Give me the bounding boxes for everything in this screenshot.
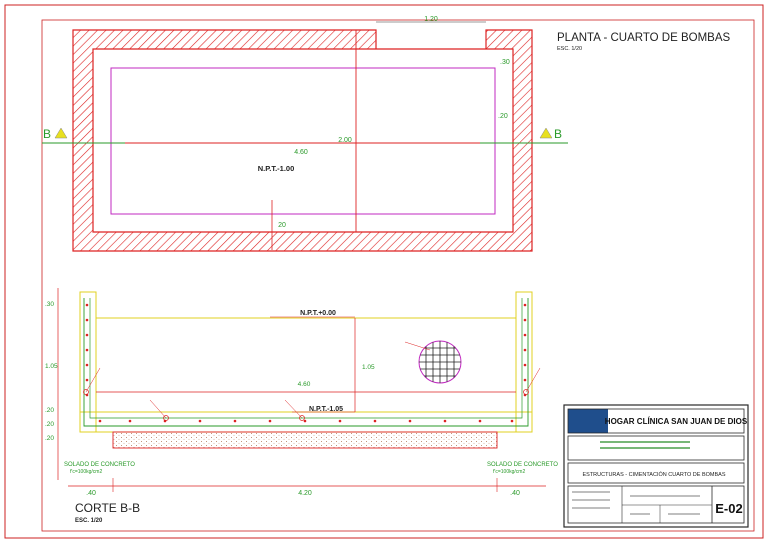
plan-level-label: N.P.T.-1.00 xyxy=(258,164,295,173)
plan-scale: ESC. 1/20 xyxy=(557,46,582,52)
section-mark-right: B xyxy=(554,127,562,141)
dim-sec-top: .30 xyxy=(45,301,54,308)
section-triangle-left xyxy=(54,127,68,139)
dim-sec-total-width: 4.20 xyxy=(298,490,312,497)
plan-walls xyxy=(72,29,533,252)
dim-inner-height: 2.00 xyxy=(338,137,352,144)
dim-wall-bottom: 20 xyxy=(278,222,286,229)
dim-sec-right-width: .40 xyxy=(510,490,520,497)
dim-sec-bot3: .20 xyxy=(45,435,54,442)
dim-sec-bot1: .20 xyxy=(45,407,54,414)
rebar-points xyxy=(85,303,527,423)
plan-name: ESTRUCTURAS - CIMENTACIÓN CUARTO DE BOMB… xyxy=(582,471,725,478)
solado-right-label: SOLADO DE CONCRETO xyxy=(487,462,558,468)
section-rebar xyxy=(83,298,529,427)
solado-right-mix: f'c=100kg/cm2 xyxy=(493,469,525,475)
dim-sec-left-width: .40 xyxy=(86,490,96,497)
dim-sec-inner-width: 4.60 xyxy=(298,381,311,388)
section-level-top: N.P.T.+0.00 xyxy=(300,310,336,317)
section-triangle-right xyxy=(539,127,553,139)
sheet-number: E-02 xyxy=(715,501,742,516)
section-level-bottom: N.P.T.-1.05 xyxy=(309,406,343,413)
title-block: HOGAR CLÍNICA SAN JUAN DE DIOS ESTRUCTUR… xyxy=(563,404,749,528)
solado-left-label: SOLADO DE CONCRETO xyxy=(64,462,135,468)
dim-sec-inner-height: 1.05 xyxy=(362,364,375,371)
logo-box xyxy=(568,409,608,433)
dim-wall-top: .30 xyxy=(500,59,510,66)
project-name: HOGAR CLÍNICA SAN JUAN DE DIOS xyxy=(605,417,748,426)
section-title: CORTE B-B xyxy=(75,501,140,515)
dim-inner-width: 4.60 xyxy=(294,149,308,156)
outer-border xyxy=(4,4,764,539)
section-scale: ESC. 1/20 xyxy=(75,518,103,524)
plan-slab-outline xyxy=(110,67,496,215)
solado-concrete xyxy=(112,431,498,449)
dim-wall-right: .20 xyxy=(498,113,508,120)
section-left-wall xyxy=(79,291,97,433)
section-view: .30 1.05 .20 .20 .20 xyxy=(45,288,558,524)
dim-sec-wall-height: 1.05 xyxy=(45,363,58,370)
dim-opening: 1.20 xyxy=(424,16,438,23)
section-slab xyxy=(79,411,533,433)
plan-view: 1.20 .30 .20 4.60 2.00 20 N.P.T.-1.00 B … xyxy=(42,16,731,252)
mesh-detail xyxy=(404,340,462,384)
inner-border xyxy=(41,19,755,532)
solado-left-mix: f'c=100kg/cm2 xyxy=(70,469,102,475)
plan-title: PLANTA - CUARTO DE BOMBAS xyxy=(557,32,731,44)
section-right-wall xyxy=(515,291,533,433)
section-mark-left: B xyxy=(43,127,51,141)
dim-sec-bot2: .20 xyxy=(45,421,54,428)
